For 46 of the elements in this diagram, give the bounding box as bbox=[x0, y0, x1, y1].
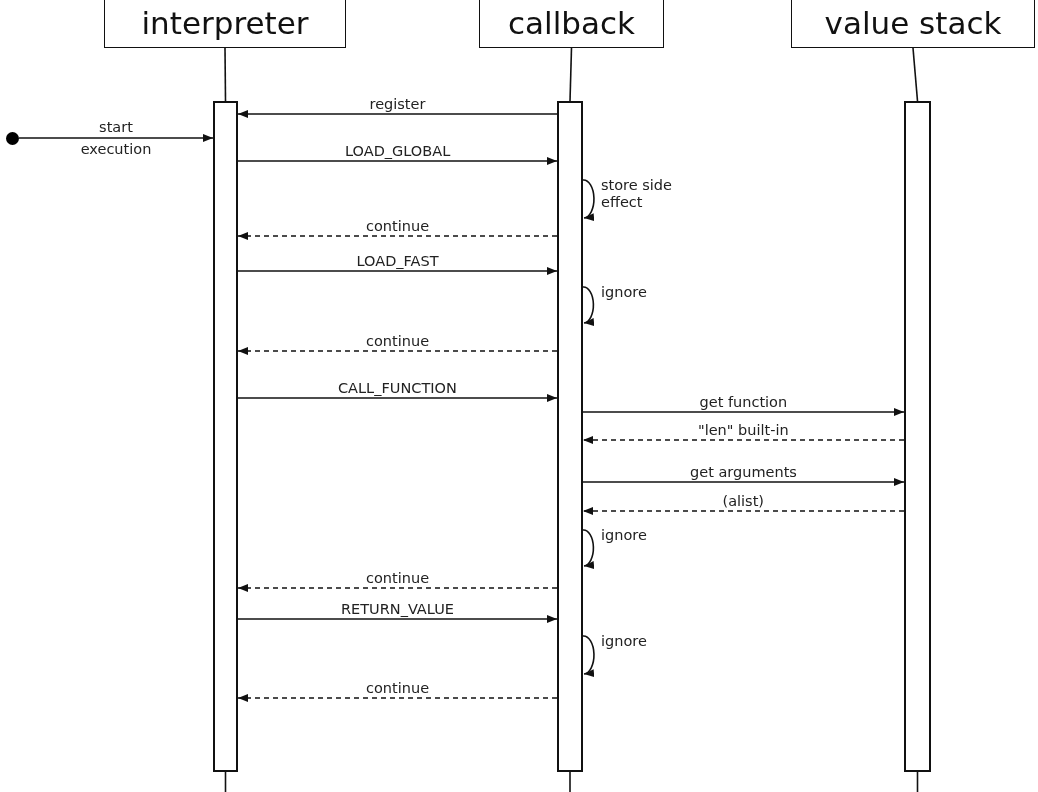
message-label: start execution bbox=[79, 118, 153, 159]
message-label: get arguments bbox=[688, 464, 799, 481]
message-arrow bbox=[582, 436, 905, 444]
message-arrow bbox=[18, 134, 214, 142]
start-dot bbox=[6, 132, 19, 145]
lifeline-name: value stack bbox=[824, 5, 1002, 41]
message-arrow bbox=[237, 232, 558, 240]
message-arrow bbox=[237, 615, 558, 623]
self-call-arrow bbox=[582, 179, 595, 220]
lifeline-header-box bbox=[791, 0, 1035, 48]
message-arrow bbox=[582, 408, 905, 416]
message-arrow bbox=[237, 347, 558, 355]
message-label: register bbox=[367, 96, 428, 113]
lifeline-name: callback bbox=[508, 5, 635, 41]
message-arrow bbox=[237, 267, 558, 275]
lifeline-name: interpreter bbox=[141, 5, 309, 41]
message-arrow bbox=[237, 157, 558, 165]
message-label: LOAD_GLOBAL bbox=[343, 143, 453, 160]
self-call-arrow bbox=[582, 529, 595, 568]
message-arrow bbox=[582, 478, 905, 486]
self-call-arrow bbox=[582, 286, 595, 325]
lifeline bbox=[569, 771, 571, 792]
message-label: CALL_FUNCTION bbox=[336, 380, 459, 397]
lifeline bbox=[224, 771, 227, 792]
message-arrow bbox=[237, 584, 558, 592]
activation-bar bbox=[904, 101, 931, 772]
message-label: RETURN_VALUE bbox=[339, 601, 456, 618]
lifeline bbox=[912, 47, 919, 102]
message-label: ignore bbox=[600, 633, 648, 650]
message-label: store side effect bbox=[600, 177, 673, 211]
message-arrow bbox=[582, 507, 905, 515]
activation-bar bbox=[557, 101, 583, 772]
lifeline-header-box bbox=[104, 0, 346, 48]
message-label: ignore bbox=[600, 527, 648, 544]
lifeline bbox=[916, 771, 919, 792]
lifeline bbox=[569, 47, 573, 102]
message-arrow bbox=[237, 110, 558, 118]
message-arrow bbox=[237, 694, 558, 702]
lifeline bbox=[224, 47, 227, 102]
message-label: ignore bbox=[600, 284, 648, 301]
message-arrow bbox=[237, 394, 558, 402]
message-label: LOAD_FAST bbox=[354, 253, 441, 270]
activation-bar bbox=[213, 101, 238, 772]
lifeline-header-box bbox=[479, 0, 664, 48]
self-call-arrow bbox=[582, 635, 595, 676]
message-label: (alist) bbox=[720, 493, 766, 510]
